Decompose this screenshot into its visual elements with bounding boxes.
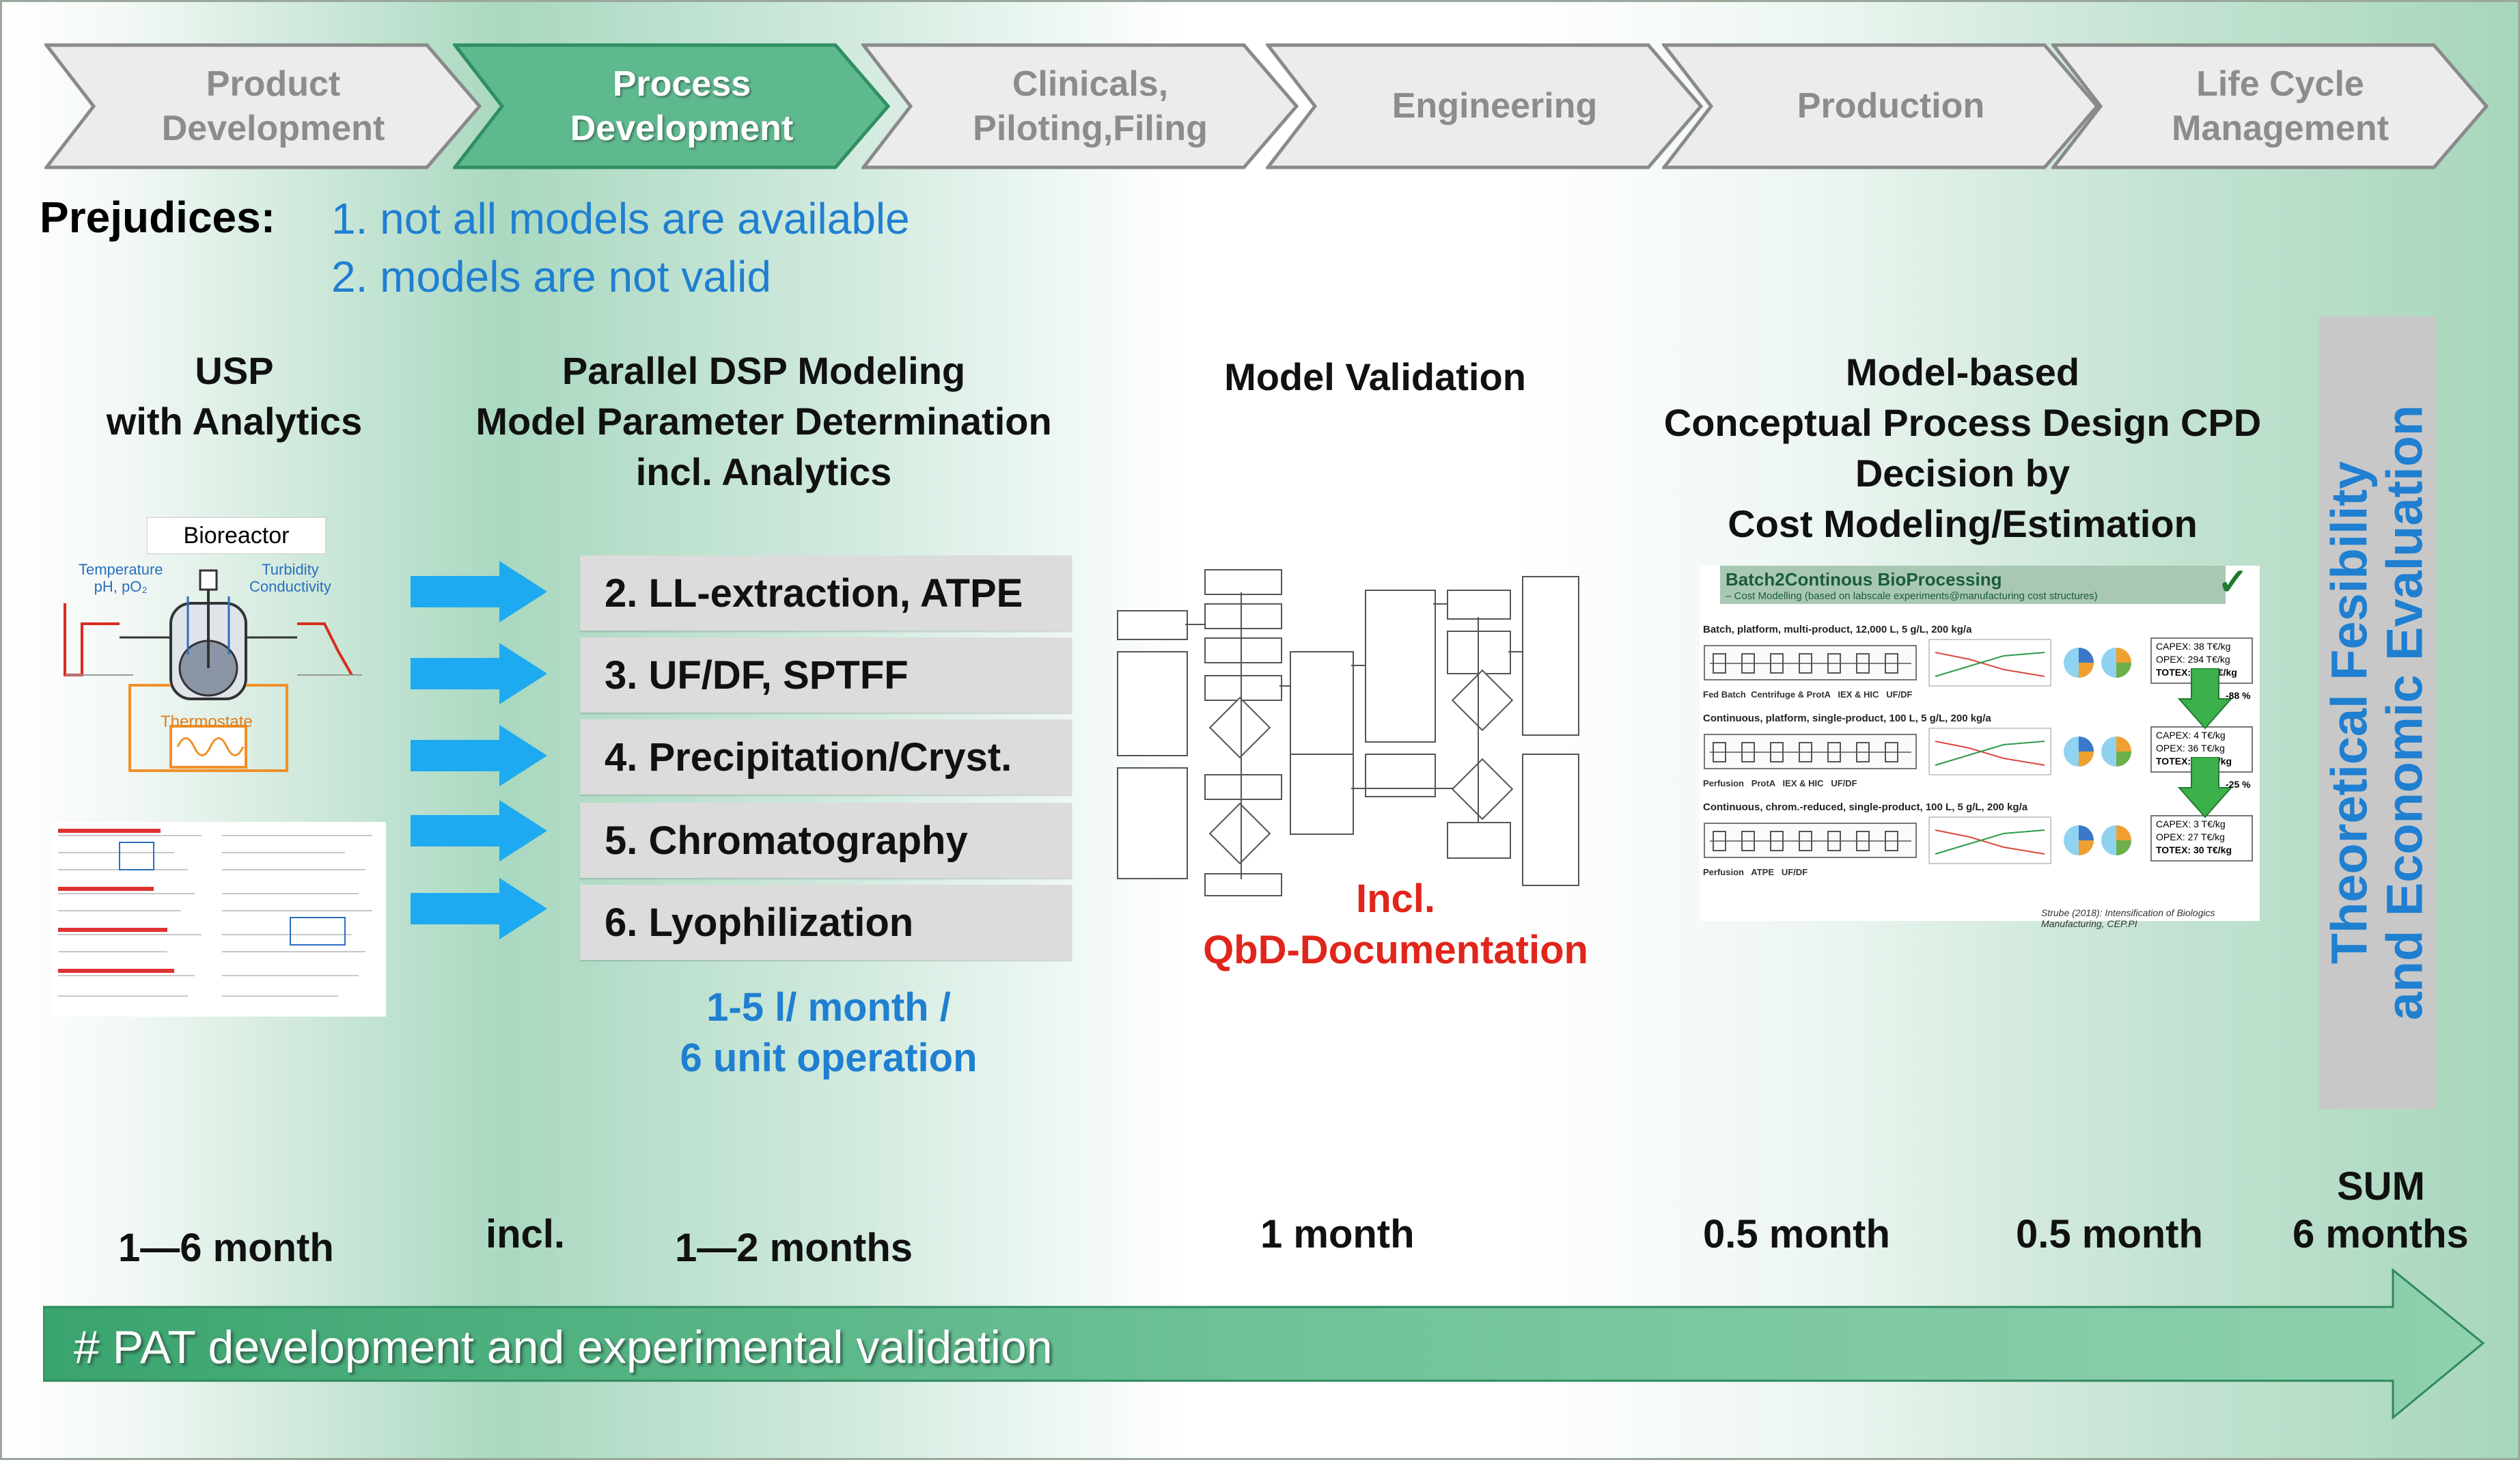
- capex-value: CAPEX: 3 T€/kg: [2156, 818, 2226, 829]
- cost-pie-icon: [2101, 736, 2131, 767]
- time-usp: 1—6 month: [118, 1226, 334, 1270]
- reduction-arrow-icon: [2178, 757, 2232, 818]
- side-label-box: Theoretical Fesibility and Economic Eval…: [2319, 316, 2435, 1109]
- mini-chart: [1928, 816, 2051, 864]
- opex-value: OPEX: 27 T€/kg: [2156, 831, 2225, 842]
- cpd-panel-title: Batch2Continous BioProcessing: [1726, 569, 2002, 590]
- reduction-label: -88 %: [2226, 690, 2251, 701]
- reduction-label: -25 %: [2226, 779, 2251, 790]
- phase-label: Product Development: [161, 64, 385, 148]
- cpd-heading: Model-based Conceptual Process Design CP…: [1663, 350, 2262, 545]
- cpd-panel-subtitle: – Cost Modelling (based on labscale expe…: [1726, 590, 2098, 602]
- usp-equation-sheet: [51, 822, 386, 1017]
- thermostate-label: Thermostate: [161, 713, 253, 731]
- cpd-row-units: Perfusion ATPE UF/DF: [1703, 867, 1808, 877]
- pat-label: # PAT development and experimental valid…: [74, 1321, 1053, 1373]
- pat-arrow: [43, 1267, 2485, 1420]
- cpd-row-name: Continuous, platform, single-product, 10…: [1703, 713, 1991, 724]
- bioreactor-schematic: Bioreactor Temperature pH, pO₂ Turbidity…: [51, 514, 365, 801]
- bioreactor-drawing: [64, 569, 362, 772]
- cost-pie-icon: [2101, 648, 2131, 678]
- prejudices-title: Prejudices:: [40, 193, 276, 242]
- side-label-text: Theoretical Fesibility and Economic Eval…: [2321, 404, 2433, 1021]
- turbidity-label: Turbidity Conductivity: [249, 561, 331, 596]
- capex-value: CAPEX: 38 T€/kg: [2156, 641, 2231, 652]
- chevron-shape: [1662, 43, 2099, 169]
- phase-chevron-4: Engineering: [1266, 43, 1703, 169]
- chevron-shape: [2051, 43, 2489, 169]
- chevron-shape: [1266, 43, 1703, 169]
- time-dsp: 1—2 months: [675, 1226, 913, 1270]
- cost-pie-icon: [2064, 825, 2094, 855]
- phase-label: Engineering: [1391, 86, 1598, 126]
- cost-pie-icon: [2101, 825, 2131, 855]
- blue-arrow-icon: [411, 725, 547, 786]
- cpd-row-name: Batch, platform, multi-product, 12,000 L…: [1703, 624, 1972, 635]
- cost-pie-icon: [2064, 736, 2094, 767]
- temperature-label: Temperature pH, pO₂: [79, 561, 163, 596]
- step-chromatography: 5. Chromatography: [580, 803, 1072, 878]
- step-uf-df: 3. UF/DF, SPTFF: [580, 637, 1072, 713]
- capex-value: CAPEX: 4 T€/kg: [2156, 730, 2226, 741]
- dsp-heading: Parallel DSP Modeling Model Parameter De…: [475, 349, 1052, 493]
- validation-flowchart: [1116, 562, 1607, 896]
- step-precipitation: 4. Precipitation/Cryst.: [580, 719, 1072, 795]
- usp-heading: USP with Analytics: [106, 349, 363, 443]
- step-lyophilization: 6. Lyophilization: [580, 885, 1072, 960]
- cost-pie-icon: [2064, 648, 2094, 678]
- throughput-text: 1-5 l/ month / 6 unit operation: [680, 985, 978, 1081]
- flowsheet-sketch: [1704, 823, 1917, 858]
- phase-chevron-6: Life Cycle Management: [2051, 43, 2489, 169]
- prejudice-item-2: 2. models are not valid: [331, 252, 771, 301]
- sum-title: SUM: [2337, 1164, 2425, 1209]
- blue-arrow-icon: [411, 800, 547, 862]
- time-cpd-1: 0.5 month: [1703, 1212, 1890, 1256]
- opex-value: OPEX: 36 T€/kg: [2156, 742, 2225, 754]
- blue-arrow-icon: [411, 561, 547, 622]
- time-validation: 1 month: [1260, 1212, 1415, 1256]
- phase-label: Production: [1797, 86, 1985, 126]
- mini-chart: [1928, 728, 2051, 775]
- blue-arrow-icon: [411, 878, 547, 939]
- check-icon: ✓: [2217, 562, 2249, 603]
- phase-chevron-5: Production: [1662, 43, 2099, 169]
- flowsheet-sketch: [1704, 734, 1917, 769]
- chevron-shape: [861, 43, 1299, 169]
- blue-arrow-icon: [411, 643, 547, 704]
- cpd-citation: Strube (2018): Intensification of Biolog…: [2041, 907, 2215, 929]
- equation-sheet-drawing: [58, 829, 372, 997]
- cpd-row-name: Continuous, chrom.-reduced, single-produ…: [1703, 801, 2028, 813]
- qbd-documentation: Incl. QbD-Documentation: [1203, 877, 1588, 973]
- prejudice-item-1: 1. not all models are available: [331, 194, 910, 243]
- opex-value: OPEX: 294 T€/kg: [2156, 653, 2230, 665]
- totex-value: TOTEX: 30 T€/kg: [2156, 844, 2232, 855]
- time-incl: incl.: [486, 1212, 566, 1256]
- bioreactor-title: Bioreactor: [147, 517, 326, 554]
- step-ll-extraction: 2. LL-extraction, ATPE: [580, 555, 1072, 631]
- cpd-panel-header: [1720, 566, 2226, 604]
- cpd-cost-panel: Batch2Continous BioProcessing – Cost Mod…: [1700, 562, 2260, 929]
- validation-heading: Model Validation: [1224, 355, 1526, 398]
- flowsheet-sketch: [1704, 645, 1917, 680]
- phase-chevron-2: Process Development: [453, 43, 890, 169]
- phase-label: Life Cycle Management: [2172, 64, 2389, 148]
- cpd-row-units: Perfusion ProtA IEX & HIC UF/DF: [1703, 778, 1857, 788]
- phase-label: Clinicals, Piloting,Filing: [973, 64, 1208, 148]
- sum-value: 6 months: [2293, 1212, 2469, 1256]
- time-cpd-2: 0.5 month: [2016, 1212, 2203, 1256]
- mini-chart: [1928, 639, 2051, 687]
- phase-label: Process Development: [570, 64, 794, 148]
- chevron-shape: [453, 43, 890, 169]
- phase-chevron-1: Product Development: [44, 43, 482, 169]
- reduction-arrow-icon: [2178, 668, 2232, 730]
- cpd-row-units: Fed Batch Centrifuge & ProtA IEX & HIC U…: [1703, 689, 1913, 700]
- phase-chevron-3: Clinicals, Piloting,Filing: [861, 43, 1299, 169]
- chevron-shape: [44, 43, 482, 169]
